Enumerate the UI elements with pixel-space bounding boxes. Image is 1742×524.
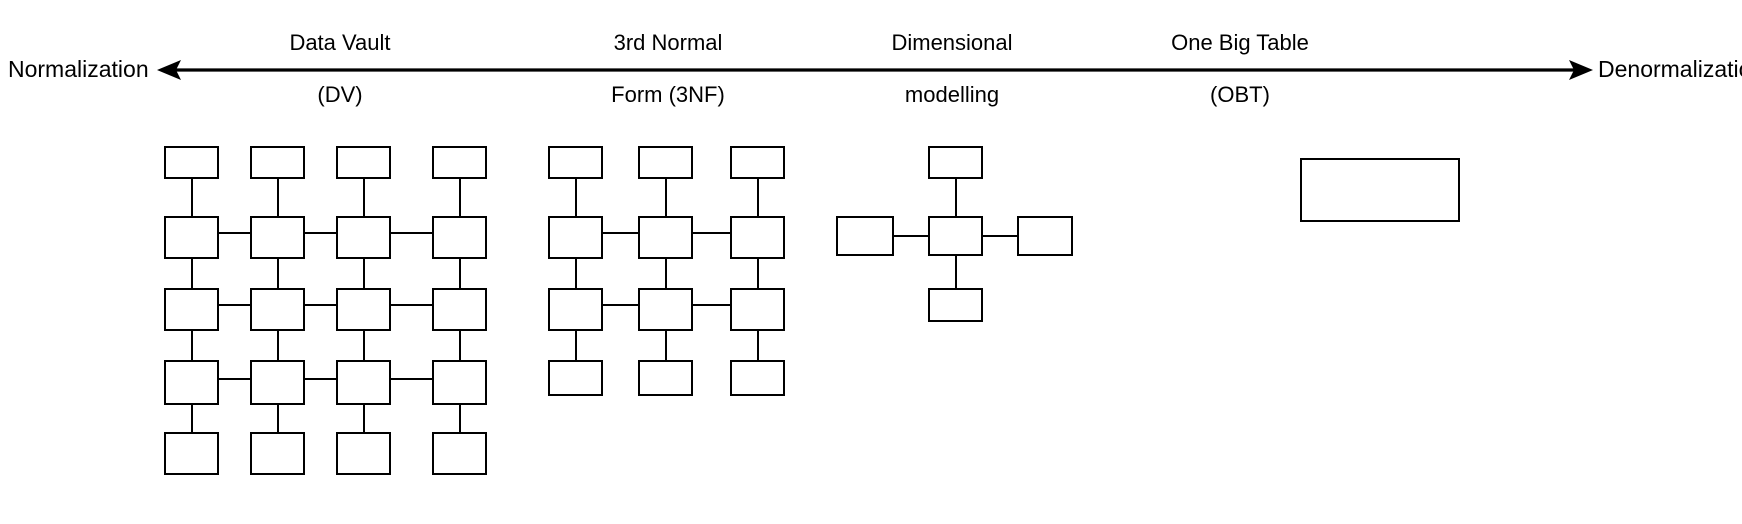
schema-edge-horizontal	[894, 235, 930, 237]
stage-caption-line-1: Dimensional	[891, 30, 1013, 55]
schema-edge-vertical	[665, 330, 667, 374]
schema-edge-vertical	[757, 330, 759, 374]
schema-node	[164, 146, 219, 179]
schema-edge-vertical	[191, 258, 193, 302]
schema-edge-horizontal	[602, 304, 638, 306]
schema-edge-horizontal	[218, 304, 254, 306]
schema-edge-horizontal	[692, 304, 730, 306]
stage-caption-third-normal-form: 3rd Normal Form (3NF)	[538, 4, 798, 134]
schema-node	[250, 360, 305, 405]
schema-node-dimension-left	[836, 216, 894, 256]
schema-node	[250, 216, 305, 259]
schema-node-one-big-table	[1300, 158, 1460, 222]
schema-node	[432, 432, 487, 475]
schema-edge-vertical	[277, 258, 279, 302]
schema-node-dimension-bottom	[928, 288, 983, 322]
schema-node	[638, 360, 693, 396]
schema-edge-vertical	[459, 258, 461, 302]
schema-edge-vertical	[575, 330, 577, 374]
stage-caption-data-vault: Data Vault (DV)	[210, 4, 470, 134]
schema-node	[548, 146, 603, 179]
schema-edge-vertical	[277, 404, 279, 448]
stage-caption-line-2: Form (3NF)	[611, 82, 725, 107]
schema-node	[638, 146, 693, 179]
schema-node	[638, 288, 693, 331]
schema-node	[336, 432, 391, 475]
schema-node	[336, 146, 391, 179]
schema-node	[432, 288, 487, 331]
schema-edge-vertical	[955, 256, 957, 290]
schema-edge-horizontal	[602, 232, 638, 234]
stage-caption-line-1: One Big Table	[1171, 30, 1309, 55]
schema-node	[730, 288, 785, 331]
stage-caption-line-1: Data Vault	[289, 30, 391, 55]
schema-node	[164, 360, 219, 405]
schema-edge-vertical	[363, 258, 365, 302]
schema-edge-vertical	[575, 258, 577, 302]
schema-edge-vertical	[191, 404, 193, 448]
schema-edge-horizontal	[304, 304, 340, 306]
schema-edge-vertical	[459, 404, 461, 448]
schema-dimensional-modelling	[0, 0, 1100, 400]
schema-node	[336, 360, 391, 405]
schema-edge-vertical	[459, 178, 461, 232]
schema-node	[164, 432, 219, 475]
stage-caption-line-2: (DV)	[317, 82, 363, 107]
schema-node	[638, 216, 693, 259]
stage-caption-line-2: modelling	[904, 82, 1000, 107]
schema-edge-horizontal	[390, 232, 434, 234]
schema-one-big-table	[0, 0, 1500, 300]
axis-label-denormalization: Denormalization	[1598, 56, 1742, 82]
schema-node-fact-center	[928, 216, 983, 256]
schema-node	[336, 288, 391, 331]
schema-node-dimension-right	[1017, 216, 1073, 256]
stage-caption-line-2: (OBT)	[1210, 82, 1270, 107]
schema-node	[730, 360, 785, 396]
schema-node	[548, 288, 603, 331]
schema-edge-horizontal	[692, 232, 730, 234]
schema-node	[548, 360, 603, 396]
schema-node	[432, 216, 487, 259]
schema-node	[250, 288, 305, 331]
schema-edge-vertical	[955, 178, 957, 218]
schema-edge-vertical	[191, 178, 193, 232]
schema-node	[432, 360, 487, 405]
schema-edge-horizontal	[218, 232, 254, 234]
schema-edge-horizontal	[390, 378, 434, 380]
schema-node	[164, 216, 219, 259]
schema-node	[250, 432, 305, 475]
schema-edge-vertical	[277, 330, 279, 374]
schema-edge-vertical	[757, 258, 759, 302]
schema-node	[730, 146, 785, 179]
schema-edge-vertical	[277, 178, 279, 232]
schema-data-vault	[0, 0, 520, 524]
schema-edge-vertical	[363, 178, 365, 232]
schema-edge-vertical	[363, 404, 365, 448]
stage-caption-line-1: 3rd Normal	[613, 30, 723, 55]
schema-edge-vertical	[459, 330, 461, 374]
schema-node	[730, 216, 785, 259]
schema-edge-horizontal	[982, 235, 1018, 237]
schema-edge-horizontal	[390, 304, 434, 306]
schema-edge-horizontal	[304, 232, 340, 234]
schema-edge-vertical	[363, 330, 365, 374]
schema-edge-vertical	[575, 178, 577, 232]
stage-caption-one-big-table: One Big Table (OBT)	[1110, 4, 1370, 134]
schema-node	[432, 146, 487, 179]
normalization-axis-arrow	[157, 60, 1593, 80]
schema-node	[164, 288, 219, 331]
schema-edge-horizontal	[218, 378, 254, 380]
schema-edge-vertical	[757, 178, 759, 232]
schema-node	[548, 216, 603, 259]
schema-edge-vertical	[665, 258, 667, 302]
schema-node	[250, 146, 305, 179]
stage-caption-dimensional-modelling: Dimensional modelling	[822, 4, 1082, 134]
schema-node-dimension-top	[928, 146, 983, 179]
schema-node	[336, 216, 391, 259]
schema-edge-vertical	[665, 178, 667, 232]
schema-third-normal-form	[0, 0, 820, 524]
schema-edge-vertical	[191, 330, 193, 374]
axis-label-normalization: Normalization	[8, 56, 149, 82]
schema-edge-horizontal	[304, 378, 340, 380]
